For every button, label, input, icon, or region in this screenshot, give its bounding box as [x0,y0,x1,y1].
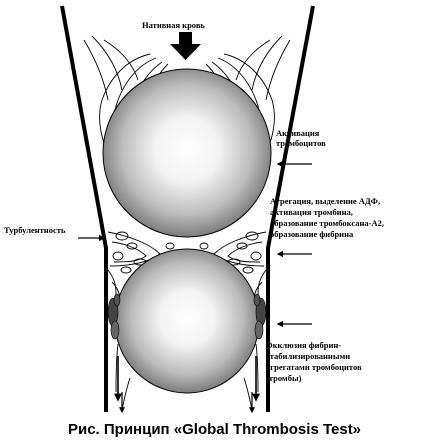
aggregation-label-3: образование тромбоксана-А2, [270,218,384,228]
tube-right-wall [266,5,315,412]
upper-ball [102,68,272,238]
lower-ball [114,248,260,394]
aggregation-label-2: активация тромбина, [270,207,353,217]
flow-lines-upper [83,35,291,161]
flow-lines-lower [115,343,259,411]
left-arrow-icon [276,160,312,328]
down-arrow-icon [170,32,201,60]
occlusion-label-4: (тромбы) [266,373,302,383]
occlusion-label-3: агрегатами тромбоцитов [266,362,362,372]
turbulence-label: Турбулентность [4,225,66,235]
thrombus-deposits [107,293,267,340]
native-blood-label: Нативная кровь [142,20,205,30]
occlusion-label-1: Окклюзия фибрин- [266,340,342,350]
figure-caption: Рис. Принцип «Global Thrombosis Test» [67,421,362,438]
aggregation-label-4: образование фибрина [270,229,354,239]
tube-left-wall [60,5,108,412]
aggregation-label-1: Агрегация, выделение АДФ, [270,196,381,206]
platelet-activation-label-1: Активация [276,128,320,138]
flow-arrow-icon [114,356,260,414]
platelet-activation-label-2: тромбоцитов [276,138,326,148]
occlusion-label-2: стабилизированными [266,351,351,361]
